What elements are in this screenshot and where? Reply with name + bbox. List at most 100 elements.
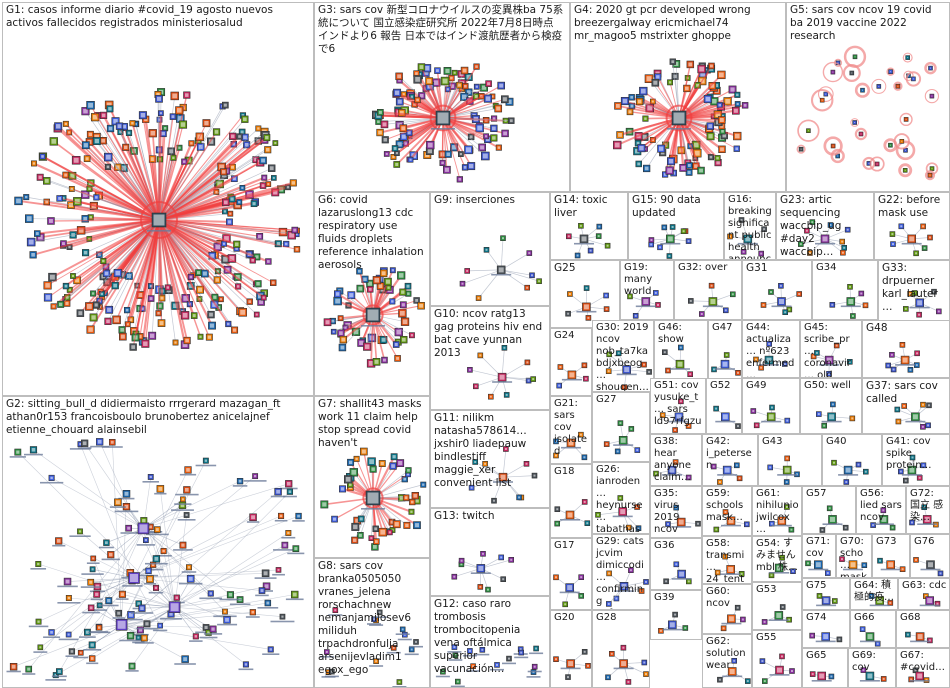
group-panel-g52: G52 — [706, 378, 742, 434]
group-network-g18 — [554, 499, 591, 527]
group-network-g33 — [902, 288, 942, 318]
group-panel-g33: G33: drpuerner karl_lauter… — [878, 260, 950, 322]
group-panel-g69: G69: cov — [848, 648, 896, 688]
group-panel-g28: G28 — [592, 610, 650, 688]
group-label-g27: G27 — [596, 394, 617, 405]
group-panel-g2: G2: sitting_bull_d didiermaisto rrrgerar… — [2, 396, 314, 688]
group-network-g6 — [323, 267, 425, 368]
group-panel-g23: G23: artic sequencing waccbip_ug #day2 w… — [776, 192, 874, 260]
group-label-g51: G51: cov yusuke_t… sars ld97rfgzu… — [654, 380, 702, 434]
group-label-g64: G64: 積 極的疫… — [854, 580, 895, 603]
group-panel-g16: G16: breaking significant public health … — [724, 192, 776, 260]
group-network-g9 — [459, 235, 542, 301]
group-panel-g36: G36 — [650, 538, 702, 590]
group-panel-g20: G20 — [550, 610, 592, 688]
group-panel-g3: G3: sars cov 新型コロナウイルスの変異株ba 75系統について 国立… — [314, 2, 570, 192]
group-network-g39 — [658, 611, 689, 634]
group-panel-g40: G40 — [822, 434, 882, 486]
group-network-g4 — [612, 58, 749, 178]
group-panel-g48: G48 — [862, 320, 950, 378]
group-network-g42 — [710, 462, 743, 485]
group-panel-g44: G44: actualiza… nº623 enfermed… — [742, 320, 800, 378]
group-label-g1: G1: casos informe diario #covid_19 agost… — [6, 4, 277, 29]
group-panel-g46: G46: show — [654, 320, 708, 384]
group-panel-g50: G50: well — [800, 378, 862, 434]
group-label-g73: G73 — [876, 536, 897, 547]
group-network-g5 — [796, 45, 940, 181]
group-network-g10 — [467, 344, 536, 400]
group-label-g52: G52 — [710, 380, 731, 391]
group-label-g48: G48 — [866, 322, 888, 334]
group-network-g67 — [908, 667, 930, 683]
group-network-g16 — [727, 217, 767, 257]
group-panel-g61: G61: nihilunio jwilcox… — [752, 486, 802, 536]
group-label-g67: G67: #covid… — [900, 650, 946, 673]
group-label-g8: G8: sars cov branka0505050 vranes_jelena… — [318, 560, 415, 676]
group-label-g12: G12: caso raro trombosis trombocitopenia… — [434, 598, 524, 675]
group-label-g60: G60: ncov — [706, 586, 734, 609]
group-label-g56: G56: lied sars ncov — [860, 488, 906, 523]
group-panel-g30: G30: 2019 ncov nob_ta7ka bdjxbeog… shoug… — [592, 320, 654, 392]
group-panel-g35: G35: virus 2019 ncov — [650, 486, 702, 538]
group-label-g76: G76 — [914, 536, 935, 547]
group-panel-g62: G62: solution wear — [702, 634, 752, 688]
group-panel-g26: G26: ianroden… heynurse… tabathas… travi… — [592, 462, 650, 534]
group-label-g19: G19: many world — [624, 262, 656, 297]
group-network-g37 — [894, 401, 932, 430]
group-panel-g70: G70: scho… mask… — [836, 534, 872, 578]
group-label-g9: G9: inserciones — [434, 194, 515, 206]
group-label-g41: G41: cov spike protein… — [886, 436, 934, 471]
group-network-g58 — [714, 553, 745, 577]
group-label-g28: G28 — [596, 612, 617, 623]
group-label-g49: G49 — [746, 380, 767, 391]
group-network-g22 — [889, 223, 933, 257]
group-label-g13: G13: twitch — [434, 510, 495, 522]
group-network-g63 — [919, 593, 941, 607]
group-label-g40: G40 — [826, 436, 847, 447]
group-label-g29: G29: cats jcvim dimiccodi… confirming un… — [596, 536, 644, 609]
group-label-g11: G11: nilikm natasha578614… jxshir0 liade… — [434, 412, 531, 489]
group-panel-g17: G17 — [550, 538, 592, 610]
group-network-g24 — [556, 362, 589, 389]
group-label-g65: G65 — [806, 650, 827, 661]
group-label-g25: G25 — [554, 262, 576, 274]
group-panel-g29: G29: cats jcvim dimiccodi… confirming un… — [592, 534, 650, 610]
group-panel-g7: G7: shallit43 masks work 11 claim help s… — [314, 396, 430, 558]
group-label-g54: G54: す みません mbl 株… — [756, 538, 799, 573]
group-network-g64 — [868, 593, 894, 607]
group-network-g49 — [750, 404, 791, 429]
group-panel-g66: G66 — [850, 610, 896, 648]
group-label-g69: G69: cov — [852, 650, 880, 673]
group-network-g2 — [6, 438, 305, 681]
group-panel-g34: G34 — [812, 260, 878, 320]
group-network-g73 — [877, 557, 906, 573]
group-label-g58: G58: transmi… 24_tenth… — [706, 538, 745, 584]
group-network-g60 — [720, 604, 746, 632]
group-label-g35: G35: virus 2019 ncov — [654, 488, 683, 535]
group-network-g19 — [627, 290, 661, 319]
group-panel-g5: G5: sars cov ncov 19 covid ba 2019 vacci… — [786, 2, 950, 192]
group-network-g69 — [859, 667, 887, 682]
group-panel-g12: G12: caso raro trombosis trombocitopenia… — [430, 596, 550, 688]
group-panel-g42: G42: i_petersen — [702, 434, 758, 486]
group-label-g53: G53 — [756, 584, 777, 595]
group-panel-g4: G4: 2020 gt pcr developed wrong breezerg… — [570, 2, 786, 192]
group-network-g38 — [653, 459, 692, 481]
group-network-g59 — [713, 509, 750, 533]
group-panel-g8: G8: sars cov branka0505050 vranes_jelena… — [314, 558, 430, 688]
group-network-g13 — [451, 550, 514, 593]
group-label-g39: G39 — [654, 592, 675, 603]
group-panel-g39: G39 — [650, 590, 702, 640]
group-label-g38: G38: hear anyone claim… — [654, 436, 695, 483]
group-network-g68 — [905, 631, 933, 644]
group-network-g20 — [553, 648, 591, 680]
group-network-g72 — [909, 504, 939, 528]
group-label-g34: G34 — [816, 262, 837, 273]
group-label-g36: G36 — [654, 540, 675, 551]
group-panel-g74: G74 — [802, 610, 850, 648]
group-panel-g38: G38: hear anyone claim… — [650, 434, 702, 486]
group-network-g1 — [14, 88, 301, 351]
group-network-g50 — [816, 401, 856, 429]
group-label-g31: G31 — [746, 262, 768, 274]
group-panel-g56: G56: lied sars ncov — [856, 486, 906, 534]
